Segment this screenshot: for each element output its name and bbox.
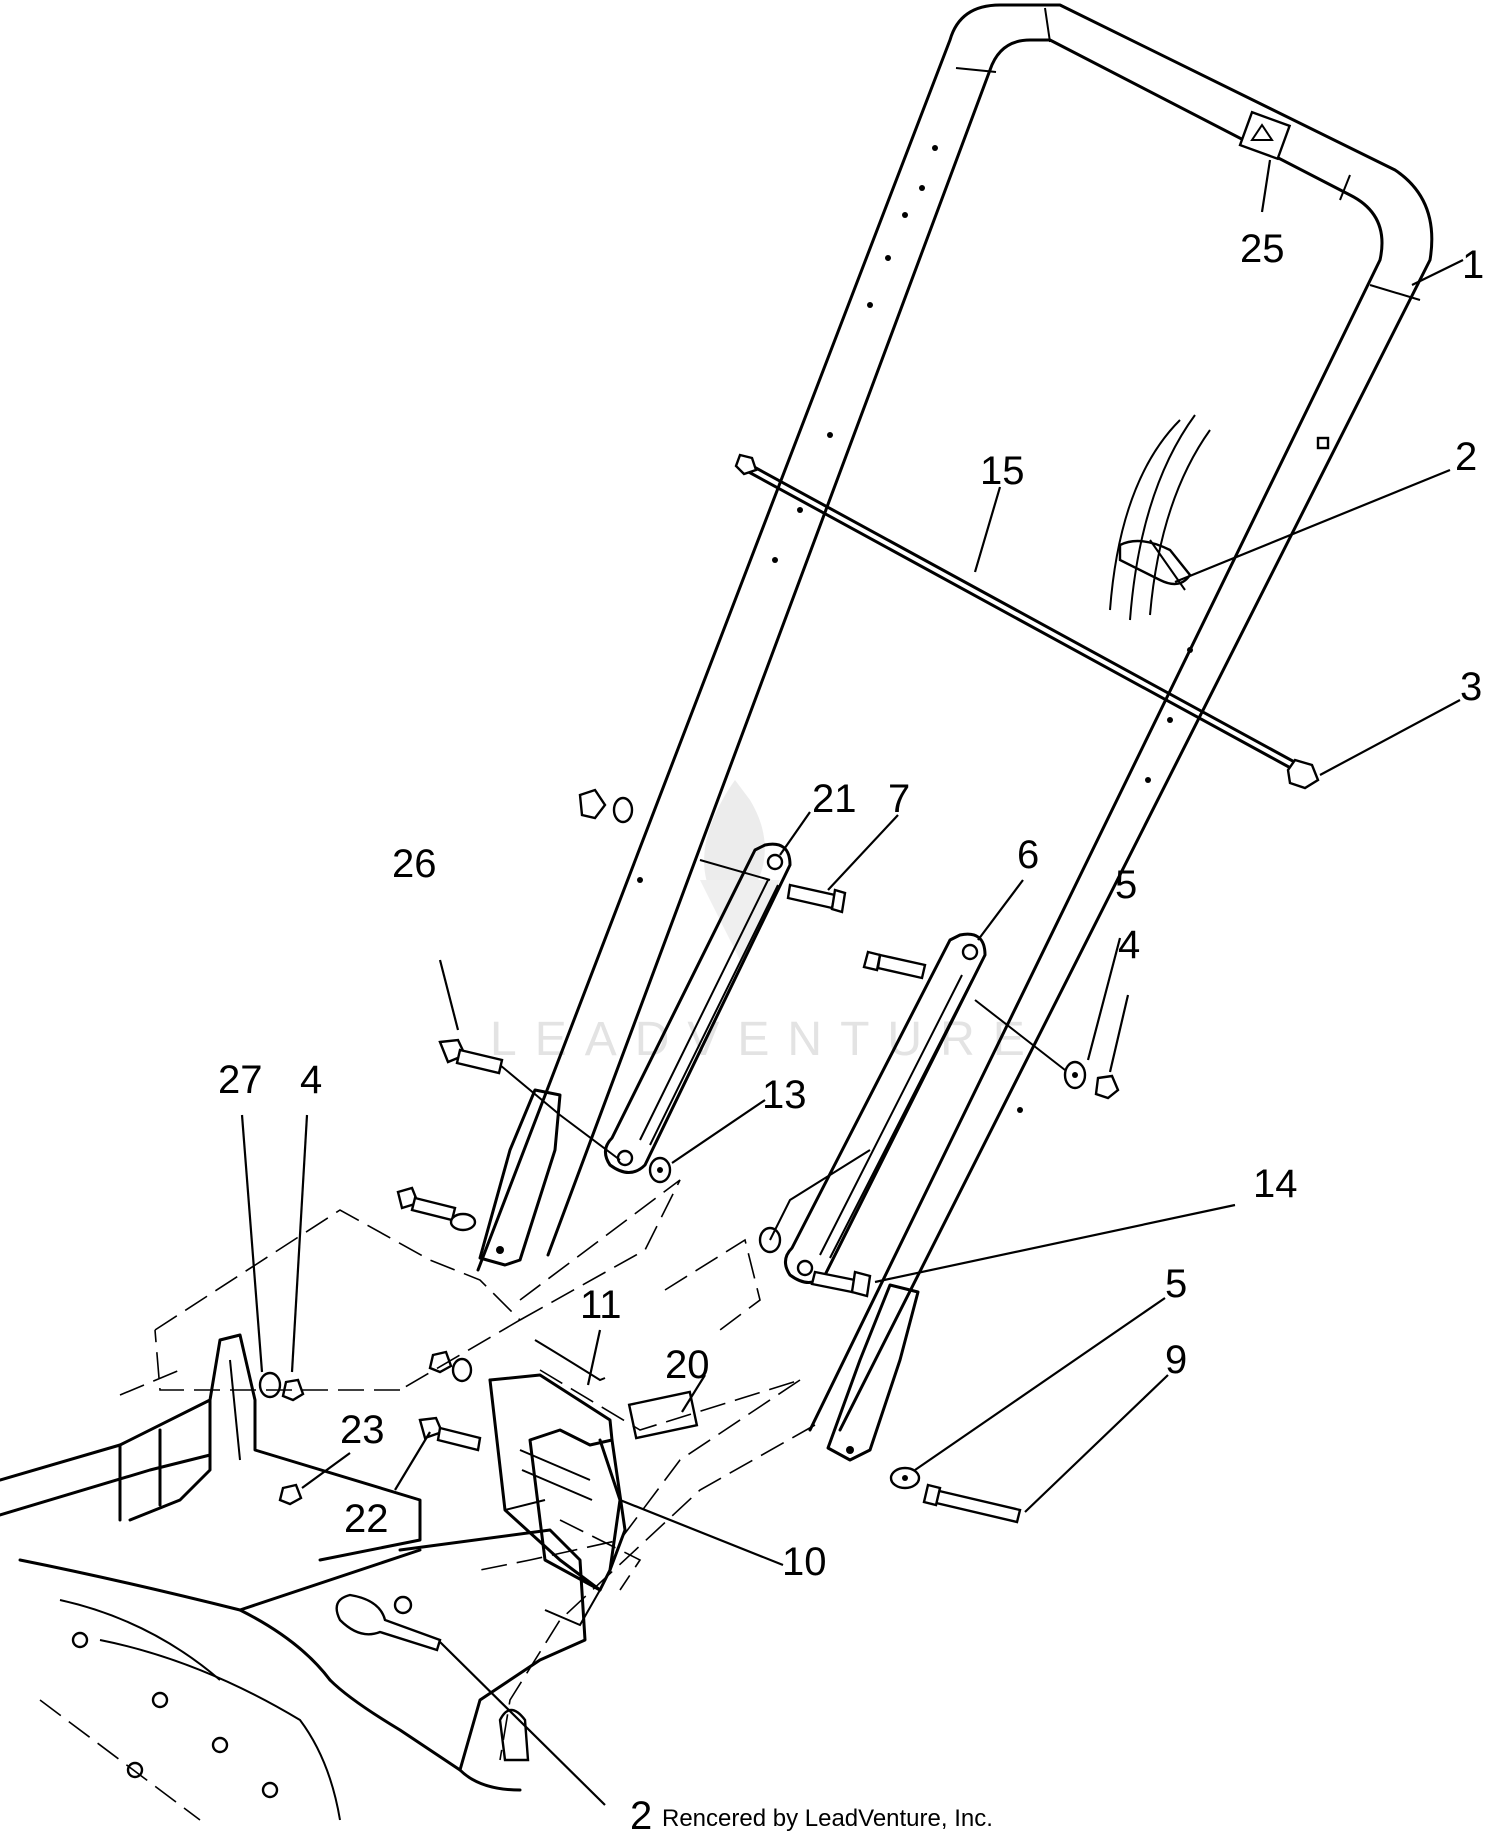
callout-15: 15	[980, 449, 1025, 493]
callout-26: 26	[392, 842, 437, 886]
callout-9: 9	[1165, 1338, 1187, 1382]
watermark: LEADVENTURE	[490, 780, 1043, 1066]
decal-20	[627, 1390, 699, 1440]
callout-7: 7	[888, 777, 910, 821]
watermark-text: LEADVENTURE	[490, 1013, 1043, 1066]
link-21	[604, 842, 792, 1174]
nut-3	[1286, 758, 1320, 790]
callout-4-right: 4	[1118, 923, 1140, 967]
cable-clip-upper	[1109, 414, 1211, 621]
callout-labels: 1 25 2 15 3 21 7 6 26 5 4 27 4 13 14 11 …	[218, 227, 1484, 1833]
callout-5-upper: 5	[1115, 863, 1137, 907]
callout-23: 23	[340, 1408, 385, 1452]
callout-14: 14	[1253, 1162, 1298, 1206]
callout-3: 3	[1460, 665, 1482, 709]
bracket-10	[488, 1373, 627, 1627]
callout-2-bottom: 2	[630, 1794, 652, 1833]
rod-end-nut	[734, 453, 758, 476]
leader-lines	[240, 159, 1464, 1806]
handle-assembly	[476, 3, 1434, 1462]
callout-22: 22	[344, 1497, 389, 1541]
hair-pin-11	[534, 1339, 606, 1382]
callout-25: 25	[1240, 227, 1285, 271]
assembly-guides	[39, 859, 1066, 1821]
callout-1: 1	[1462, 243, 1484, 287]
rod-assembly	[734, 453, 1320, 790]
credit-line: Rencered by LeadVenture, Inc.	[662, 1805, 993, 1832]
callout-2-top: 2	[1455, 435, 1477, 479]
callout-6: 6	[1017, 833, 1039, 877]
callout-21: 21	[812, 777, 857, 821]
callout-5-lower: 5	[1165, 1262, 1187, 1306]
callout-11: 11	[580, 1283, 622, 1327]
callout-20: 20	[665, 1343, 710, 1387]
callout-10: 10	[782, 1540, 827, 1584]
callout-4-left: 4	[300, 1058, 322, 1102]
link-6	[784, 932, 987, 1284]
callout-13: 13	[762, 1073, 807, 1117]
callout-27: 27	[218, 1058, 263, 1102]
hardware	[258, 788, 1120, 1524]
mower-deck	[0, 1333, 587, 1821]
